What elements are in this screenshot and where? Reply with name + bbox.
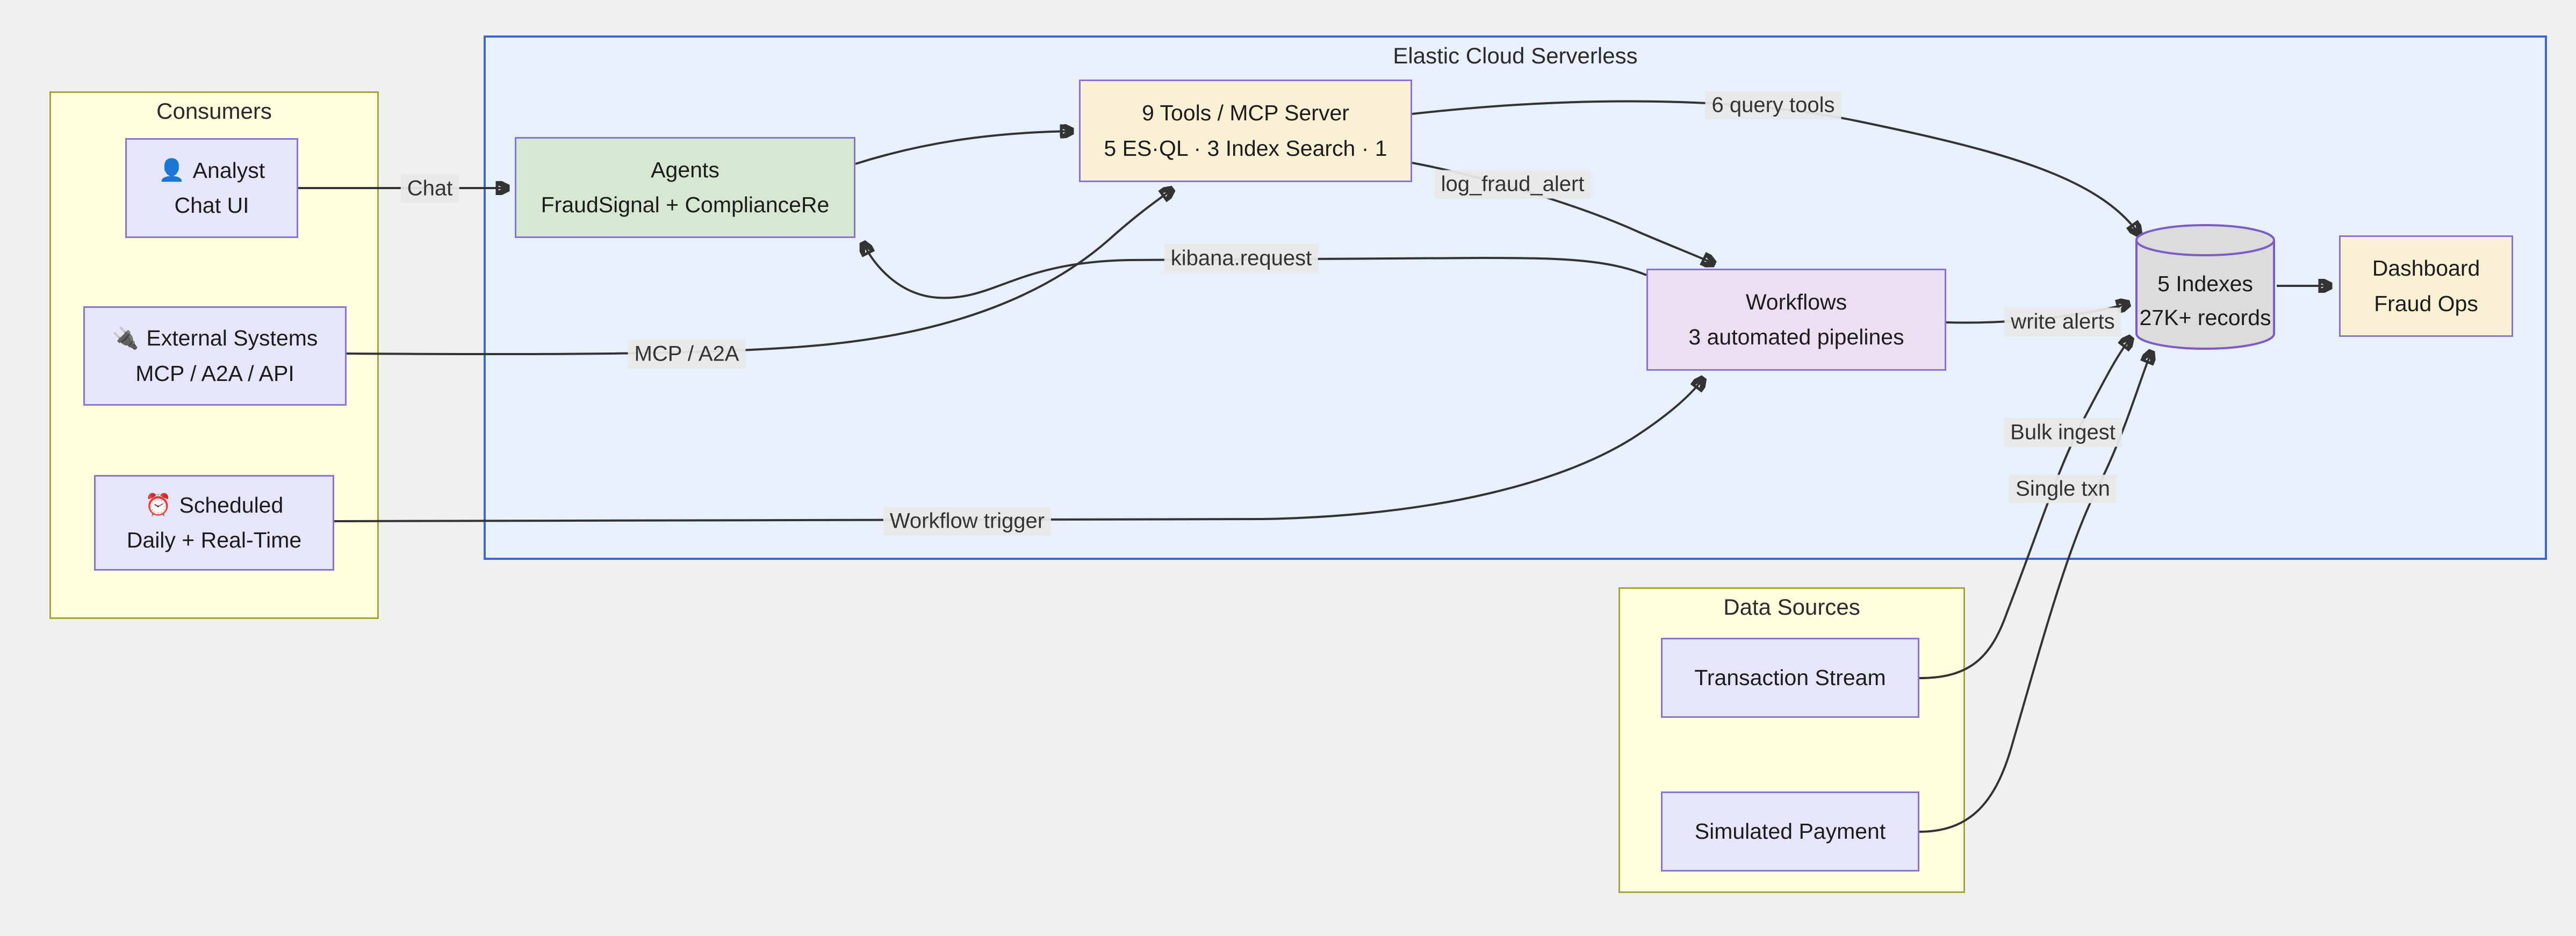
edge-label-write-alerts: write alerts xyxy=(2004,307,2121,336)
node-tools-mcp-server: 9 Tools / MCP Server 5 ES·QL · 3 Index S… xyxy=(1079,80,1412,182)
node-agents-subtitle: FraudSignal + ComplianceRe xyxy=(541,192,830,217)
node-transaction-stream-title: Transaction Stream xyxy=(1694,665,1886,690)
node-transaction-stream: Transaction Stream xyxy=(1661,638,1919,718)
node-scheduled-subtitle: Daily + Real-Time xyxy=(126,528,302,552)
node-analyst: 👤 Analyst Chat UI xyxy=(125,138,298,238)
edge-label-bulk-ingest: Bulk ingest xyxy=(2004,418,2122,447)
edge-agents-tools xyxy=(855,131,1073,165)
node-analyst-subtitle: Chat UI xyxy=(174,193,249,218)
node-dashboard-title: Dashboard xyxy=(2372,256,2480,281)
alarm-clock-icon: ⏰ xyxy=(145,493,172,517)
node-external-systems: 🔌 External Systems MCP / A2A / API xyxy=(83,306,347,406)
node-external-systems-subtitle: MCP / A2A / API xyxy=(135,361,294,386)
node-external-systems-title: External Systems xyxy=(146,326,318,351)
node-scheduled-title: Scheduled xyxy=(179,492,284,517)
user-icon: 👤 xyxy=(158,159,185,183)
node-scheduled: ⏰ Scheduled Daily + Real-Time xyxy=(94,475,334,571)
edge-simulated-indexes xyxy=(1919,351,2152,833)
node-agents: Agents FraudSignal + ComplianceRe xyxy=(515,137,855,238)
node-simulated-payment-title: Simulated Payment xyxy=(1694,818,1886,844)
node-indexes-database: 5 Indexes 27K+ records xyxy=(2135,222,2276,351)
node-dashboard-subtitle: Fraud Ops xyxy=(2374,291,2478,316)
cluster-data-sources-title: Data Sources xyxy=(1723,594,1860,620)
cluster-elastic-cloud-title: Elastic Cloud Serverless xyxy=(1393,43,1638,68)
database-cylinder-icon xyxy=(2135,224,2275,350)
node-dashboard: Dashboard Fraud Ops xyxy=(2339,235,2513,337)
node-simulated-payment: Simulated Payment xyxy=(1661,791,1919,872)
plug-icon: 🔌 xyxy=(112,326,139,350)
node-tools-title: 9 Tools / MCP Server xyxy=(1142,100,1349,126)
edge-scheduled-workflows xyxy=(334,378,1703,522)
edge-external-tools xyxy=(346,189,1172,356)
edge-label-single-txn: Single txn xyxy=(2009,474,2117,503)
node-indexes-subtitle: 27K+ records xyxy=(2139,305,2271,330)
edge-label-kibana-request: kibana.request xyxy=(1164,244,1319,273)
node-analyst-title: Analyst xyxy=(192,157,265,183)
edge-label-chat: Chat xyxy=(400,174,459,203)
edge-label-log-fraud-alert: log_fraud_alert xyxy=(1434,170,1591,199)
node-workflows-title: Workflows xyxy=(1745,289,1847,314)
node-indexes-title: 5 Indexes xyxy=(2157,271,2253,296)
edge-label-workflow-trigger: Workflow trigger xyxy=(883,507,1052,536)
cluster-consumers-title: Consumers xyxy=(156,98,272,124)
node-workflows-subtitle: 3 automated pipelines xyxy=(1688,325,1904,349)
edge-tools-indexes xyxy=(1412,100,2139,234)
edge-transaction-indexes xyxy=(1919,337,2131,679)
node-tools-subtitle: 5 ES·QL · 3 Index Search · 1 xyxy=(1104,135,1387,161)
edge-label-query-tools: 6 query tools xyxy=(1705,91,1841,120)
node-workflows: Workflows 3 automated pipelines xyxy=(1646,269,1946,371)
node-agents-title: Agents xyxy=(651,157,719,182)
edge-label-mcp-a2a: MCP / A2A xyxy=(628,340,746,369)
